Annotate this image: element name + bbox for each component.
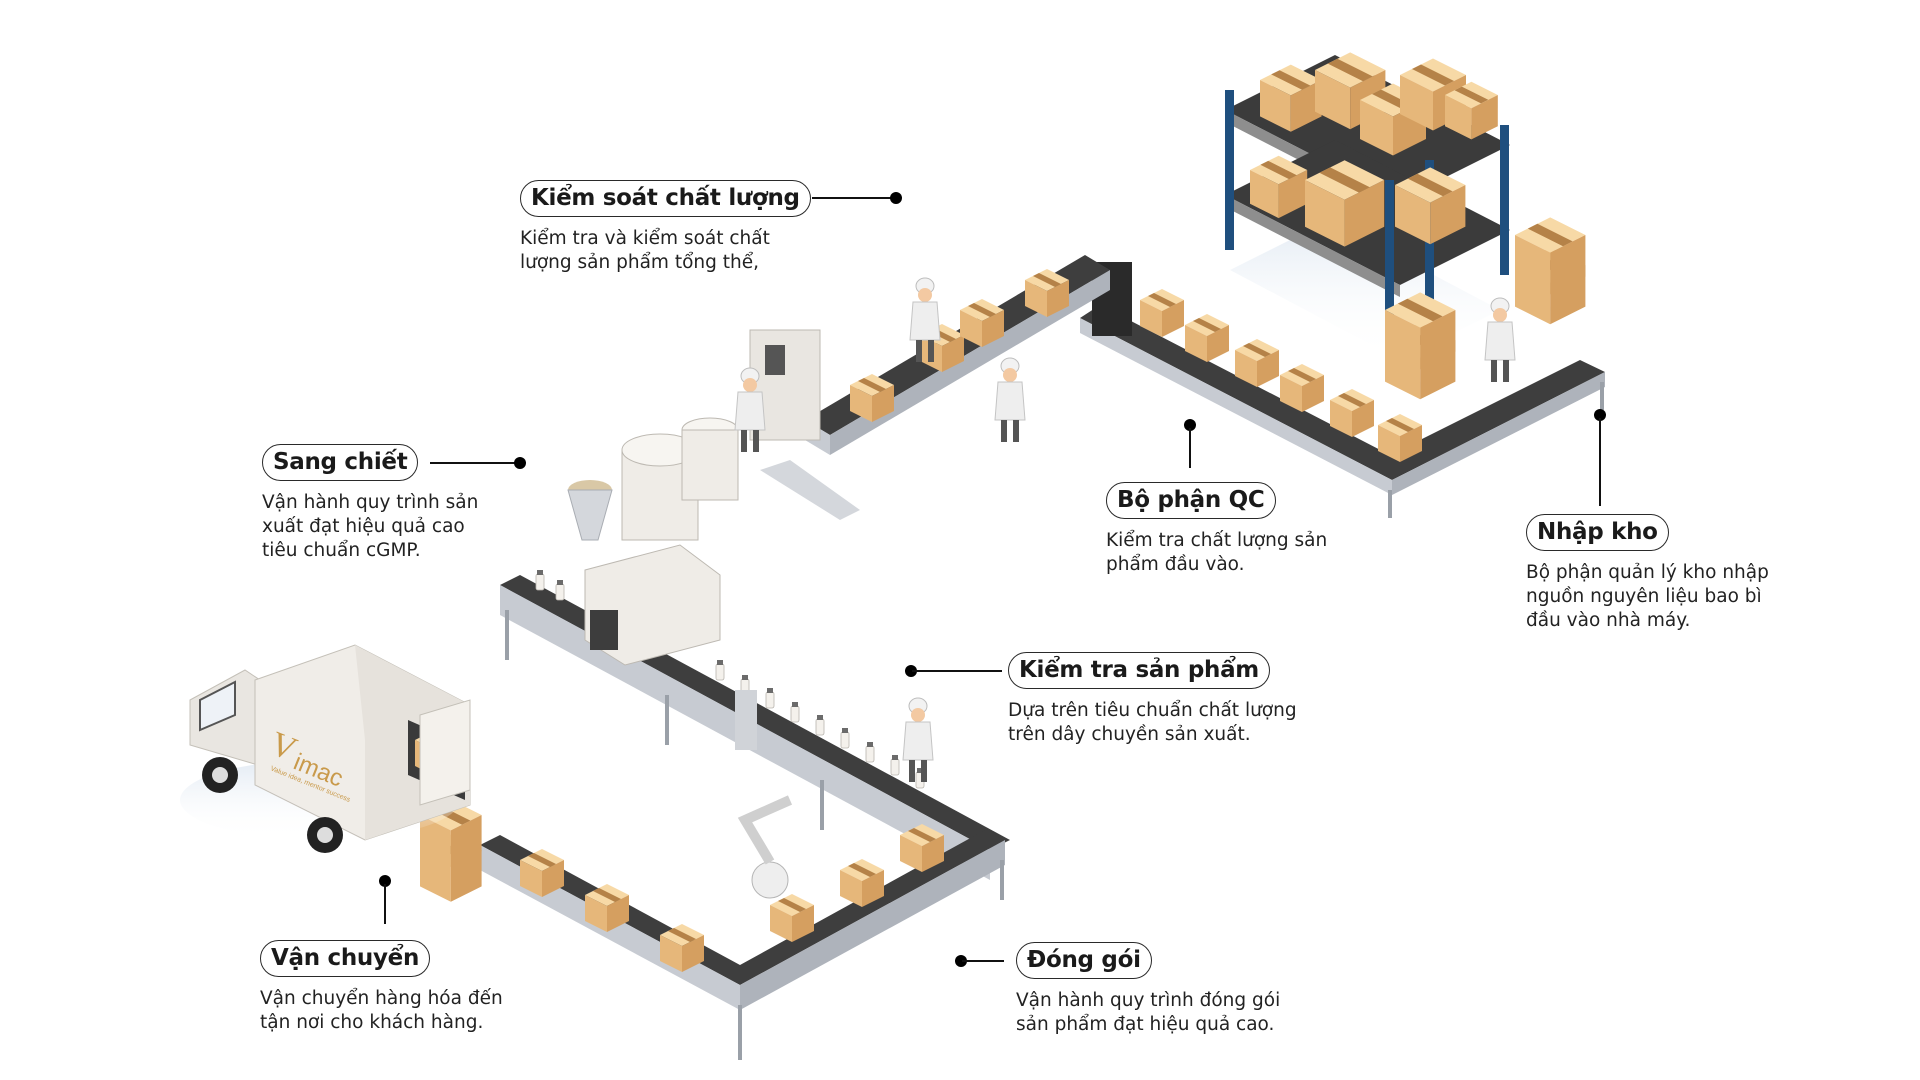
delivery-truck: V imac Value idea, mentor success bbox=[180, 644, 471, 853]
connector-dot bbox=[955, 955, 967, 967]
step-description: Dựa trên tiêu chuẩn chất lượng trên dây … bbox=[1008, 700, 1297, 745]
packaging-conveyor bbox=[420, 795, 1005, 1060]
step-title: Kiểm soát chất lượng bbox=[520, 180, 811, 217]
step-shipping: Vận chuyển Vận chuyển hàng hóa đến tận n… bbox=[260, 940, 503, 1035]
step-description: Bộ phận quản lý kho nhập nguồn nguyên li… bbox=[1526, 562, 1769, 631]
connector-dot bbox=[890, 192, 902, 204]
step-title: Bộ phận QC bbox=[1106, 482, 1276, 519]
qc-conveyor bbox=[805, 255, 1110, 455]
step-description: Kiểm tra và kiểm soát chất lượng sản phẩ… bbox=[520, 228, 770, 273]
bottle-conveyor bbox=[500, 544, 1010, 880]
step-description: Kiểm tra chất lượng sản phẩm đầu vào. bbox=[1106, 530, 1328, 575]
connector-dot bbox=[514, 457, 526, 469]
connector-line bbox=[384, 884, 386, 924]
connector-line bbox=[812, 197, 894, 199]
step-packaging: Đóng gói Vận hành quy trình đóng gói sản… bbox=[1016, 942, 1280, 1037]
step-product-inspection: Kiểm tra sản phẩm Dựa trên tiêu chuẩn ch… bbox=[1008, 652, 1297, 747]
connector-line bbox=[1599, 418, 1601, 506]
connector-line bbox=[1189, 428, 1191, 468]
step-title: Đóng gói bbox=[1016, 942, 1152, 979]
step-title: Kiểm tra sản phẩm bbox=[1008, 652, 1270, 689]
connector-dot bbox=[379, 875, 391, 887]
connector-dot bbox=[905, 665, 917, 677]
connector-line bbox=[430, 462, 518, 464]
intake-conveyor bbox=[1080, 262, 1605, 518]
step-description: Vận hành quy trình đóng gói sản phẩm đạt… bbox=[1016, 990, 1281, 1035]
step-qc-department: Bộ phận QC Kiểm tra chất lượng sản phẩm … bbox=[1106, 482, 1327, 577]
step-title: Vận chuyển bbox=[260, 940, 431, 977]
connector-dot bbox=[1184, 419, 1196, 431]
step-title: Nhập kho bbox=[1526, 514, 1669, 551]
step-title: Sang chiết bbox=[262, 444, 419, 481]
connector-dot bbox=[1594, 409, 1606, 421]
step-description: Vận chuyển hàng hóa đến tận nơi cho khác… bbox=[260, 988, 503, 1033]
warehouse-rack bbox=[1225, 52, 1510, 360]
step-description: Vận hành quy trình sản xuất đạt hiệu quả… bbox=[262, 492, 479, 561]
step-warehouse-intake: Nhập kho Bộ phận quản lý kho nhập nguồn … bbox=[1526, 514, 1769, 633]
filling-machines bbox=[567, 329, 860, 541]
connector-line bbox=[962, 960, 1004, 962]
connector-line bbox=[912, 670, 1002, 672]
step-quality-control: Kiểm soát chất lượng Kiểm tra và kiểm so… bbox=[520, 180, 811, 275]
step-filling: Sang chiết Vận hành quy trình sản xuất đ… bbox=[262, 444, 478, 563]
